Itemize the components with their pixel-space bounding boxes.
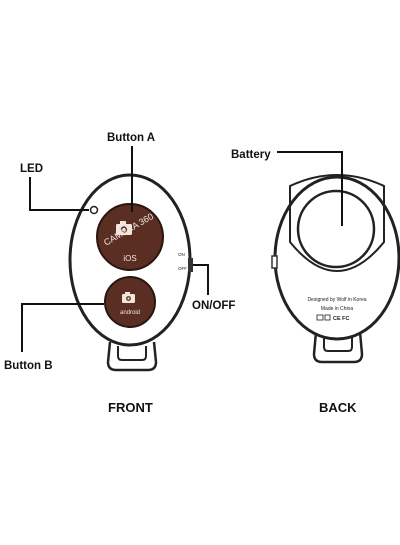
battery-cover-outline [289, 174, 385, 272]
back-view: Designed by Wolf in Korea Made in China … [271, 174, 400, 364]
battery-label: Battery [231, 149, 271, 161]
back-caption: BACK [319, 400, 357, 415]
battery-cover [296, 189, 376, 269]
switch-on-label: ON [178, 252, 185, 257]
button-a-label: Button A [107, 132, 155, 144]
led-label: LED [20, 163, 43, 175]
back-lanyard-hole [323, 336, 353, 352]
camera-icon [122, 292, 135, 303]
back-made-text: Made in China [321, 306, 353, 312]
front-caption: FRONT [108, 400, 153, 415]
button-b-android-text: android [120, 310, 140, 316]
on-off-label: ON/OFF [192, 300, 235, 312]
back-side-nub [271, 255, 278, 269]
front-lanyard-loop [106, 341, 158, 372]
button-b-leader [21, 303, 104, 352]
led-leader [29, 177, 89, 211]
switch-nub [188, 258, 193, 272]
camera-icon [116, 221, 132, 235]
recycle-icon [316, 314, 324, 321]
certification-icons: CE FC [316, 314, 350, 322]
bin-icon [324, 314, 331, 321]
button-a-ios-text: iOS [123, 254, 136, 263]
switch-off-label: OFF [178, 266, 187, 271]
front-view: CAMERA 360 iOS android ON OFF [68, 173, 193, 372]
front-lanyard-hole [117, 346, 147, 361]
battery-leader [277, 151, 343, 226]
back-lanyard-loop [312, 331, 364, 364]
back-designed-text: Designed by Wolf in Korea [307, 297, 366, 303]
ce-fc-marks: CE FC [333, 316, 350, 322]
button-b-label: Button B [4, 360, 53, 372]
front-callout-lines [21, 146, 209, 352]
on-off-leader [193, 264, 209, 295]
led-indicator [89, 205, 99, 215]
button-a [96, 203, 164, 271]
